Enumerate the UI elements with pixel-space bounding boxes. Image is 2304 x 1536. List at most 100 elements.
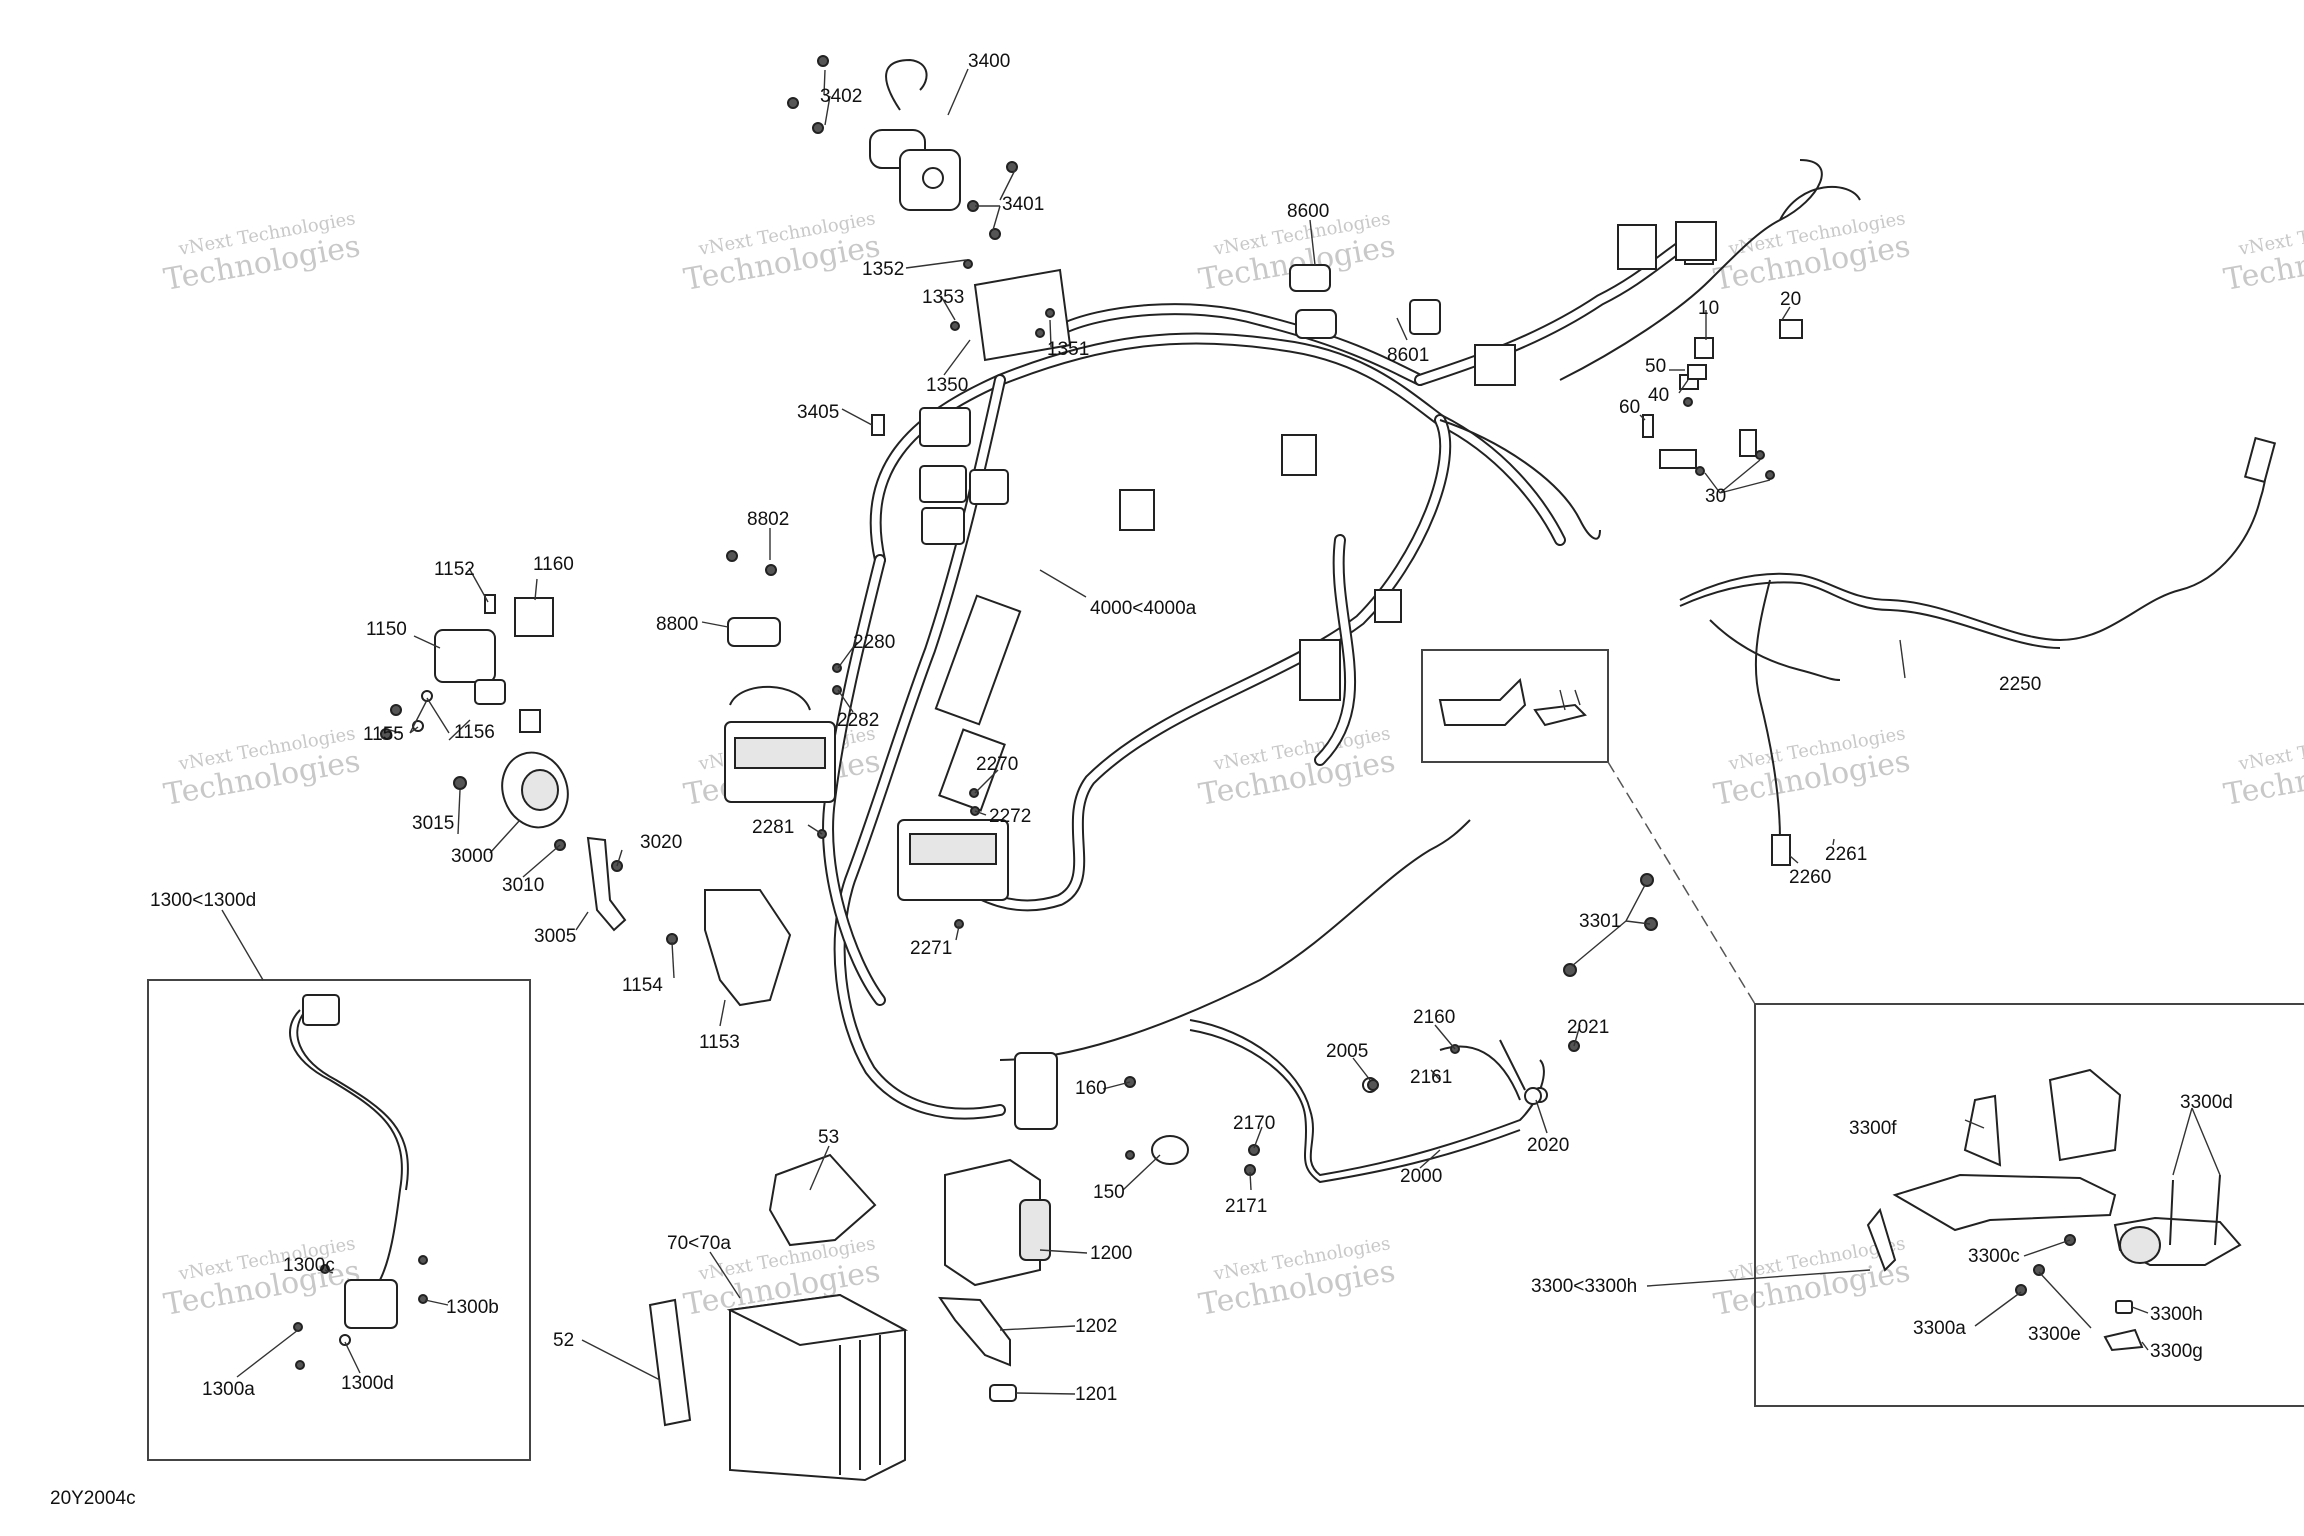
bolt-icon <box>817 55 829 67</box>
callout-3300d: 3300d <box>2180 1092 2233 1113</box>
callout-1201: 1201 <box>1075 1384 1117 1405</box>
watermark: vNext Technologies Technologies <box>1196 723 1398 813</box>
callout-2272: 2272 <box>989 806 1031 827</box>
callout-2271: 2271 <box>910 938 952 959</box>
callout-8600: 8600 <box>1287 201 1329 222</box>
leader-lines <box>221 68 2221 1395</box>
sensor-group-right <box>1642 221 1803 480</box>
inset-1300-part <box>289 994 428 1370</box>
callout-50: 50 <box>1645 356 1666 377</box>
callout-70: 70<70a <box>667 1233 731 1254</box>
watermark: vNext Technologies Technologies <box>161 208 363 298</box>
callout-3300c: 3300c <box>1968 1246 2020 1267</box>
connector-cluster-3405 <box>871 407 1009 545</box>
callout-160: 160 <box>1075 1078 1107 1099</box>
callout-2281: 2281 <box>752 817 794 838</box>
callout-2260: 2260 <box>1789 867 1831 888</box>
harness-2000 <box>1189 1019 1548 1184</box>
abs-module-1200 <box>938 1158 1051 1402</box>
callout-1200: 1200 <box>1090 1243 1132 1264</box>
callout-52: 52 <box>553 1330 574 1351</box>
callout-1351: 1351 <box>1047 339 1089 360</box>
document-code: 20Y2004c <box>50 1488 136 1509</box>
bracket-1153 <box>666 889 792 1007</box>
callout-150: 150 <box>1093 1182 1125 1203</box>
bolt-icon <box>812 122 824 134</box>
fusebox-2280 <box>724 685 836 803</box>
callout-1300b: 1300b <box>446 1297 499 1318</box>
relay-1150 <box>380 594 554 740</box>
harness-2250 <box>1679 436 2277 866</box>
callout-2250: 2250 <box>1999 674 2041 695</box>
callout-2161: 2161 <box>1410 1067 1452 1088</box>
callout-10: 10 <box>1698 298 1719 319</box>
callout-3400: 3400 <box>968 51 1010 72</box>
callout-2282: 2282 <box>837 710 879 731</box>
callout-2261: 2261 <box>1825 844 1867 865</box>
callout-3300f: 3300f <box>1849 1118 1897 1139</box>
connector-8600 <box>1289 264 1441 339</box>
sensor-8800 <box>726 550 781 647</box>
watermark: vNext Technologies Technologies <box>2221 723 2304 813</box>
watermark: vNext Technologies Technologies <box>681 208 883 298</box>
inset-box-1300 <box>147 979 531 1461</box>
strap-52 <box>648 1298 692 1427</box>
callout-1152: 1152 <box>434 559 475 580</box>
callout-2020: 2020 <box>1527 1135 1569 1156</box>
callout-2021: 2021 <box>1567 1017 1609 1038</box>
watermark: vNext Technologies Technologies <box>161 1233 363 1323</box>
callout-8800: 8800 <box>656 614 698 635</box>
callout-30: 30 <box>1705 486 1726 507</box>
inset-mount-small-part <box>1438 677 1587 727</box>
horn-3000 <box>453 751 627 932</box>
callout-1160: 1160 <box>533 554 574 575</box>
callout-3300g: 3300g <box>2150 1341 2203 1362</box>
callout-1154: 1154 <box>622 975 663 996</box>
callout-40: 40 <box>1648 385 1669 406</box>
callout-1300c: 1300c <box>283 1255 335 1276</box>
callout-1353: 1353 <box>922 287 964 308</box>
callout-3300e: 3300e <box>2028 1324 2081 1345</box>
bolt-icon <box>1367 1079 1379 1091</box>
inset-3300-part <box>1866 1068 2242 1352</box>
watermark: vNext Technologies Technologies <box>1196 1233 1398 1323</box>
callout-3015: 3015 <box>412 813 454 834</box>
callout-1202: 1202 <box>1075 1316 1117 1337</box>
inset-dashed-leader <box>1607 761 1756 1005</box>
callout-8601: 8601 <box>1387 345 1429 366</box>
watermark: vNext Technologies Technologies <box>2221 208 2304 298</box>
callout-3000: 3000 <box>451 846 493 867</box>
callout-3300h: 3300h <box>2150 1304 2203 1325</box>
callout-1300d: 1300d <box>341 1373 394 1394</box>
callout-1300: 1300<1300d <box>150 890 256 911</box>
bolt-icon <box>1563 963 1577 977</box>
callout-53: 53 <box>818 1127 839 1148</box>
callout-3301: 3301 <box>1579 911 1621 932</box>
callout-1155: 1155 <box>363 724 404 745</box>
callout-3402: 3402 <box>820 86 862 107</box>
bolt-icon <box>787 97 799 109</box>
watermark: vNext Technologies Technologies <box>1711 723 1913 813</box>
callout-4000: 4000<4000a <box>1090 598 1197 619</box>
module-1350 <box>950 259 1072 362</box>
inset-box-mount-small <box>1421 649 1609 763</box>
nut-icon <box>1524 1087 1542 1105</box>
callout-20: 20 <box>1780 289 1801 310</box>
bracket-53 <box>768 1153 877 1247</box>
callout-1156: 1156 <box>454 722 495 743</box>
watermark: vNext Technologies Technologies <box>161 723 363 813</box>
switch-150 <box>1014 1052 1189 1165</box>
callout-3010: 3010 <box>502 875 544 896</box>
inset-box-3300 <box>1754 1003 2304 1407</box>
callout-3020: 3020 <box>640 832 682 853</box>
callout-1150: 1150 <box>366 619 407 640</box>
callout-60: 60 <box>1619 397 1640 418</box>
fusebox-2270 <box>817 663 1009 929</box>
callout-3005: 3005 <box>534 926 576 947</box>
battery-70 <box>726 1293 909 1482</box>
callout-3300: 3300<3300h <box>1531 1276 1637 1297</box>
callout-3401: 3401 <box>1002 194 1044 215</box>
bolt-icon <box>989 228 1001 240</box>
bolt-icon <box>1640 873 1654 887</box>
